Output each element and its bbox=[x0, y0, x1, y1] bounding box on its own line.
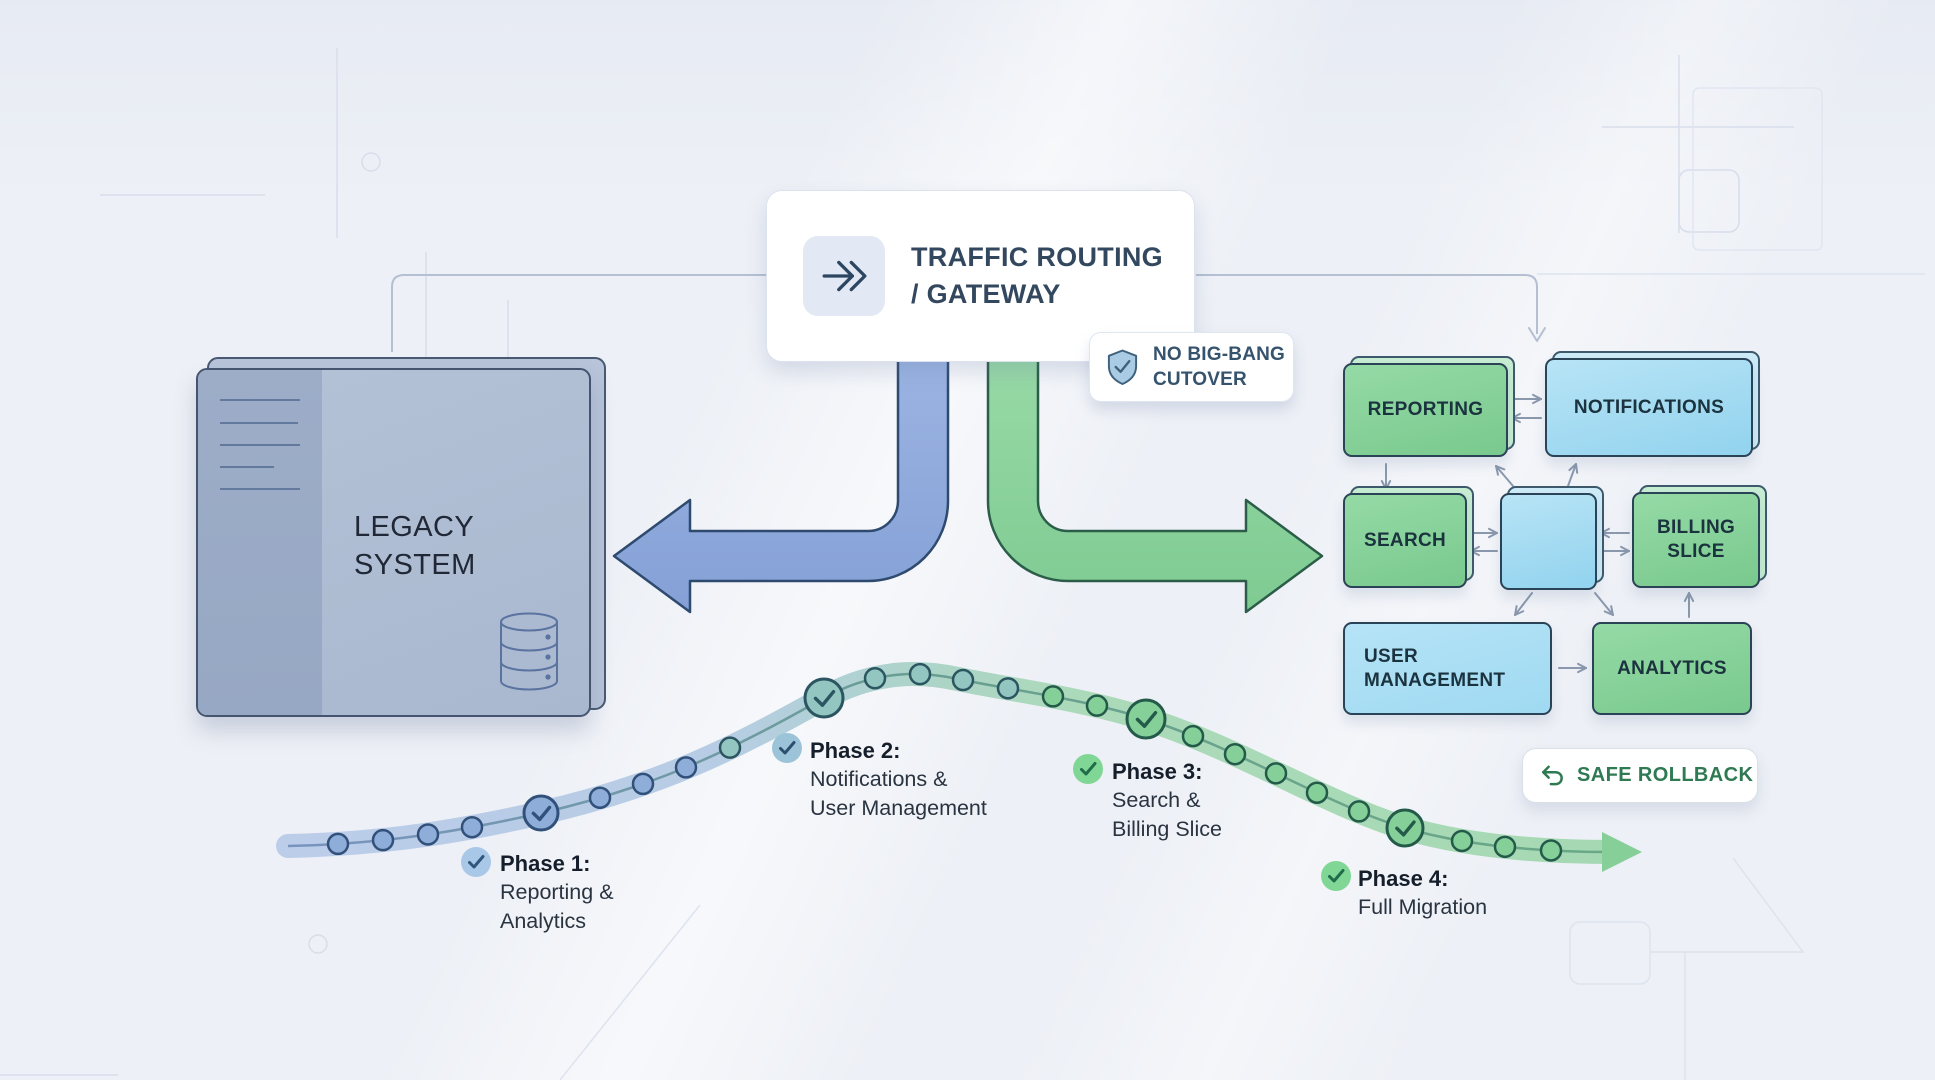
safe-rollback-label: SAFE ROLLBACK bbox=[1577, 764, 1754, 786]
timeline-node bbox=[674, 756, 698, 779]
timeline-node bbox=[326, 832, 350, 856]
phase-3-line-1: Search & bbox=[1112, 788, 1201, 812]
double-arrow-right-icon bbox=[822, 260, 867, 292]
timeline-node bbox=[863, 667, 887, 690]
phase-2-line-1: Notifications & bbox=[810, 767, 948, 791]
cutover-badge-text: NO BIG-BANG CUTOVER bbox=[1153, 344, 1286, 390]
timeline-node bbox=[460, 815, 484, 839]
timeline-node bbox=[1347, 800, 1371, 823]
milestone-phase-1 bbox=[522, 794, 560, 832]
timeline-node bbox=[908, 662, 932, 686]
timeline-node bbox=[1181, 724, 1205, 748]
timeline-node bbox=[996, 677, 1020, 700]
milestone-phase-3 bbox=[1125, 698, 1167, 740]
shield-check-icon bbox=[1107, 349, 1138, 385]
check-circle-icon bbox=[772, 733, 802, 763]
phase-4-text: Phase 4: Full Migration bbox=[1358, 864, 1487, 922]
gateway-title: TRAFFIC ROUTING / GATEWAY bbox=[911, 242, 1163, 309]
phase-3-text: Phase 3: Search & Billing Slice bbox=[1112, 757, 1222, 844]
undo-arrow-icon bbox=[1542, 765, 1563, 785]
timeline-node bbox=[631, 772, 655, 796]
phase-4-heading: Phase 4: bbox=[1358, 866, 1449, 891]
phase-3-line-2: Billing Slice bbox=[1112, 817, 1222, 841]
timeline-node bbox=[1223, 742, 1247, 766]
timeline-end-arrowhead bbox=[1602, 832, 1642, 872]
timeline-node bbox=[588, 786, 612, 809]
phase-2-text: Phase 2: Notifications & User Management bbox=[810, 736, 987, 823]
milestone-phase-4 bbox=[1385, 808, 1425, 848]
timeline-node bbox=[1305, 781, 1329, 804]
check-circle-icon bbox=[1073, 754, 1103, 784]
check-circle-icon bbox=[1321, 861, 1351, 891]
phase-4-line-1: Full Migration bbox=[1358, 895, 1488, 919]
timeline-node bbox=[1085, 694, 1109, 717]
timeline-node bbox=[371, 828, 395, 852]
phase-1-line-1: Reporting & bbox=[500, 880, 614, 904]
phase-2-line-2: User Management bbox=[810, 796, 987, 820]
timeline-node bbox=[1264, 762, 1288, 785]
phase-1-text: Phase 1: Reporting & Analytics bbox=[500, 849, 614, 936]
no-big-bang-cutover-badge: NO BIG-BANG CUTOVER bbox=[1089, 332, 1294, 402]
timeline-node bbox=[1041, 685, 1065, 708]
milestone-phase-2 bbox=[803, 677, 845, 719]
timeline-node bbox=[1450, 829, 1474, 853]
timeline-node bbox=[1493, 835, 1517, 859]
phase-1-line-2: Analytics bbox=[500, 909, 587, 933]
phase-1-heading: Phase 1: bbox=[500, 851, 591, 876]
gateway-icon-box bbox=[803, 236, 885, 316]
phase-2-heading: Phase 2: bbox=[810, 738, 901, 763]
safe-rollback-button[interactable]: SAFE ROLLBACK bbox=[1522, 748, 1758, 803]
timeline-node bbox=[1539, 839, 1563, 862]
timeline-node bbox=[416, 823, 440, 846]
timeline-node bbox=[718, 736, 742, 759]
check-circle-icon bbox=[461, 847, 491, 877]
timeline-node bbox=[951, 668, 975, 692]
phase-3-heading: Phase 3: bbox=[1112, 759, 1203, 784]
